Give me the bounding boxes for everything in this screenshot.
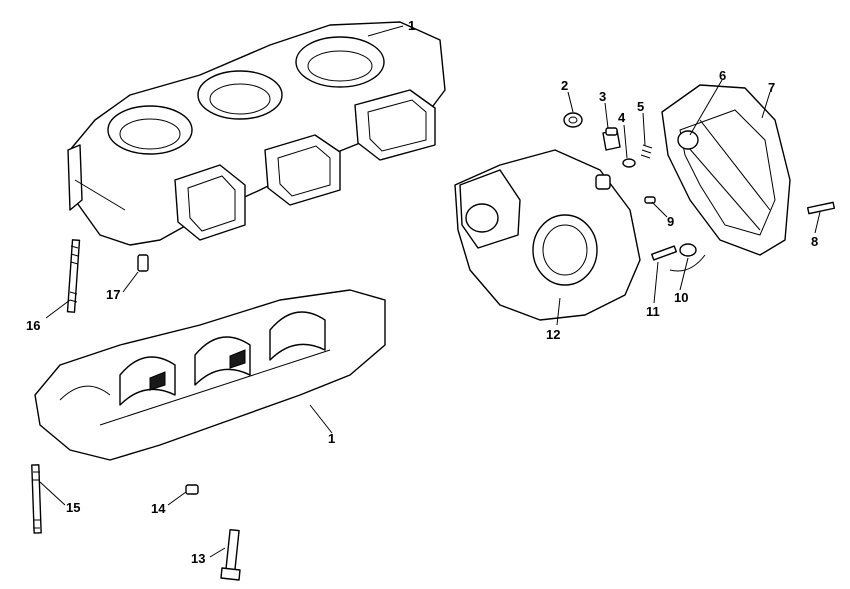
seal-2 bbox=[563, 112, 583, 128]
callout-11: 11 bbox=[646, 304, 660, 319]
callout-16: 16 bbox=[26, 318, 40, 333]
leader-lines bbox=[39, 25, 821, 558]
callout-5: 5 bbox=[637, 99, 644, 114]
callout-13: 13 bbox=[191, 551, 205, 566]
bolt-8 bbox=[806, 201, 836, 215]
bolt-13 bbox=[220, 528, 241, 581]
spring-5 bbox=[640, 144, 653, 159]
dowel-17 bbox=[137, 254, 149, 272]
upper-crankcase bbox=[67, 21, 446, 246]
callout-10: 10 bbox=[674, 290, 688, 305]
cover-7 bbox=[661, 84, 791, 256]
callout-8: 8 bbox=[811, 234, 818, 249]
callout-1-lower: 1 bbox=[328, 431, 335, 446]
stud-15 bbox=[31, 464, 42, 534]
callout-12: 12 bbox=[546, 327, 560, 342]
stud-16 bbox=[66, 239, 81, 313]
callouts: 1 1 2 3 4 5 6 7 8 9 10 11 12 13 14 15 16… bbox=[26, 18, 818, 566]
callout-3: 3 bbox=[599, 89, 606, 104]
callout-17: 17 bbox=[106, 287, 120, 302]
callout-7: 7 bbox=[768, 80, 775, 95]
callout-14: 14 bbox=[151, 501, 166, 516]
plug-3 bbox=[602, 127, 621, 151]
washer-4 bbox=[622, 158, 636, 168]
callout-6: 6 bbox=[719, 68, 726, 83]
magneto-housing bbox=[454, 149, 641, 321]
bolt-11 bbox=[650, 245, 678, 261]
pin-9 bbox=[644, 196, 656, 204]
callout-1-upper: 1 bbox=[408, 18, 415, 33]
callout-9: 9 bbox=[667, 214, 674, 229]
callout-15: 15 bbox=[66, 500, 80, 515]
washer-10 bbox=[669, 243, 706, 272]
dowel-14 bbox=[185, 484, 199, 495]
callout-2: 2 bbox=[561, 78, 568, 93]
lower-crankcase bbox=[34, 289, 386, 461]
callout-4: 4 bbox=[618, 110, 626, 125]
